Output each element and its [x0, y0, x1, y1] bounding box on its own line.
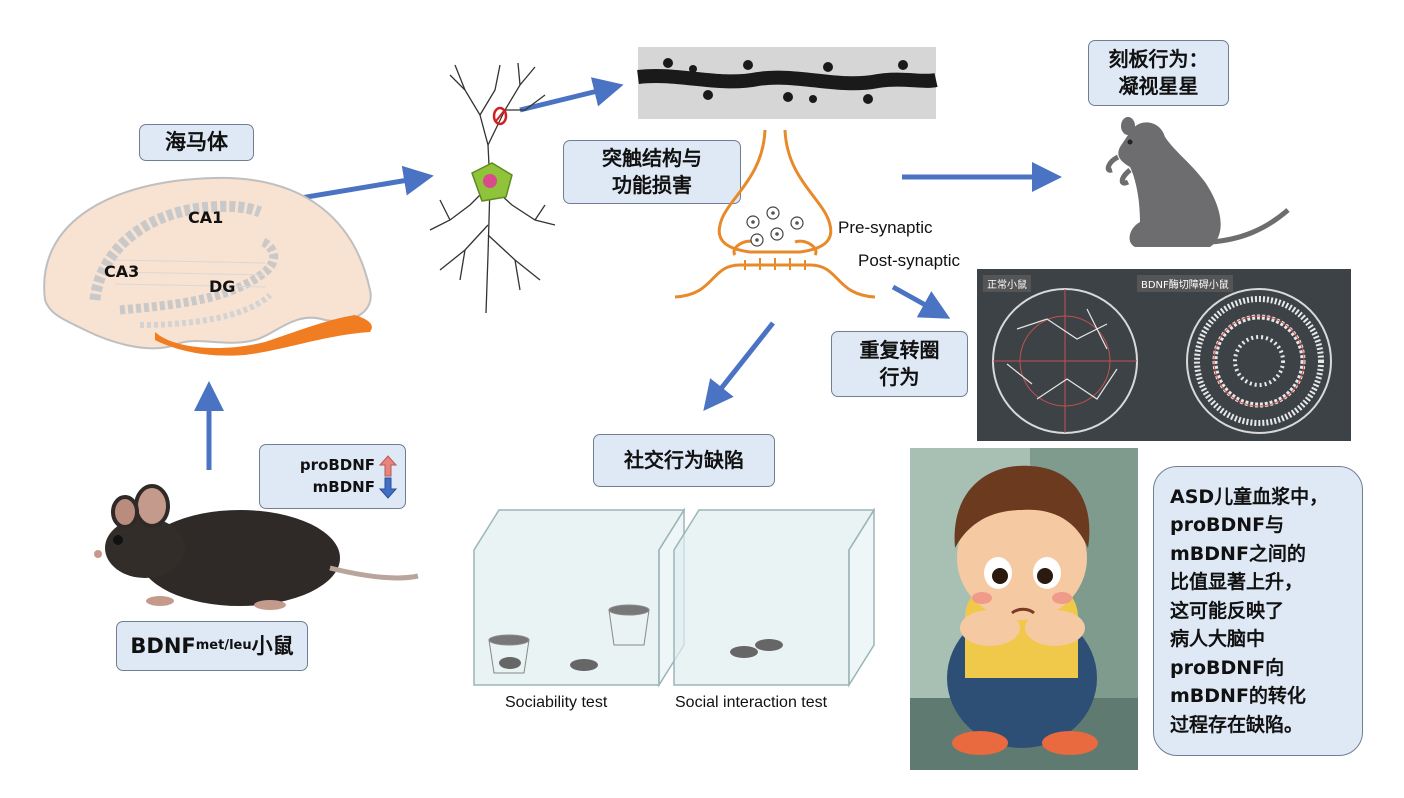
up-arrow-icon — [378, 454, 398, 476]
mouse-label-main: BDNF — [130, 633, 196, 658]
hippocampus-illustration — [43, 176, 372, 356]
tracking-mutant-label: BDNF酶切障碍小鼠 — [1137, 275, 1233, 292]
arrow-synapse-to-circling — [891, 284, 951, 319]
ca3-label: CA3 — [104, 262, 140, 281]
probdnf-label: proBDNF — [299, 456, 375, 475]
post-synaptic-label: Post-synaptic — [858, 251, 961, 270]
arrow-neuron-to-dendrite — [519, 77, 624, 113]
down-arrow-icon — [378, 477, 398, 499]
synapse-damage-label: 突触结构与 功能损害 — [563, 140, 741, 204]
sociability-test-label: Sociability test — [505, 694, 608, 711]
rearing-mouse-silhouette — [1105, 117, 1290, 247]
social-deficit-label: 社交行为缺陷 — [593, 434, 775, 487]
hippocampus-title: 海马体 — [139, 124, 254, 161]
mouse-label-tail: 小鼠 — [251, 633, 294, 658]
neuron-illustration — [429, 62, 556, 314]
stereotypy-label: 刻板行为： 凝视星星 — [1088, 40, 1229, 106]
ca1-label: CA1 — [188, 208, 224, 227]
mbdnf-label: mBDNF — [312, 478, 375, 497]
tracking-panel: 正常小鼠 BDNF酶切障碍小鼠 — [977, 269, 1351, 441]
pre-synaptic-label: Pre-synaptic — [838, 218, 933, 237]
bdnf-markers-box: proBDNF mBDNF — [259, 444, 406, 509]
arrow-synapse-to-social — [703, 321, 775, 411]
tracking-normal-label: 正常小鼠 — [983, 275, 1031, 292]
circling-label: 重复转圈 行为 — [831, 331, 968, 397]
mouse-illustration — [94, 484, 419, 610]
tracking-arenas — [992, 288, 1332, 434]
sad-child-illustration — [910, 448, 1138, 770]
synapse-illustration — [674, 129, 876, 299]
asd-note: ASD儿童血浆中， proBDNF与 mBDNF之间的 比值显著上升， 这可能反… — [1153, 466, 1363, 756]
social-interaction-test-label: Social interaction test — [675, 694, 828, 711]
dendrite-micrograph — [637, 47, 938, 119]
social-test-boxes — [473, 507, 876, 688]
mouse-label-sup: met/leu — [195, 638, 252, 654]
dg-label: DG — [209, 277, 236, 296]
